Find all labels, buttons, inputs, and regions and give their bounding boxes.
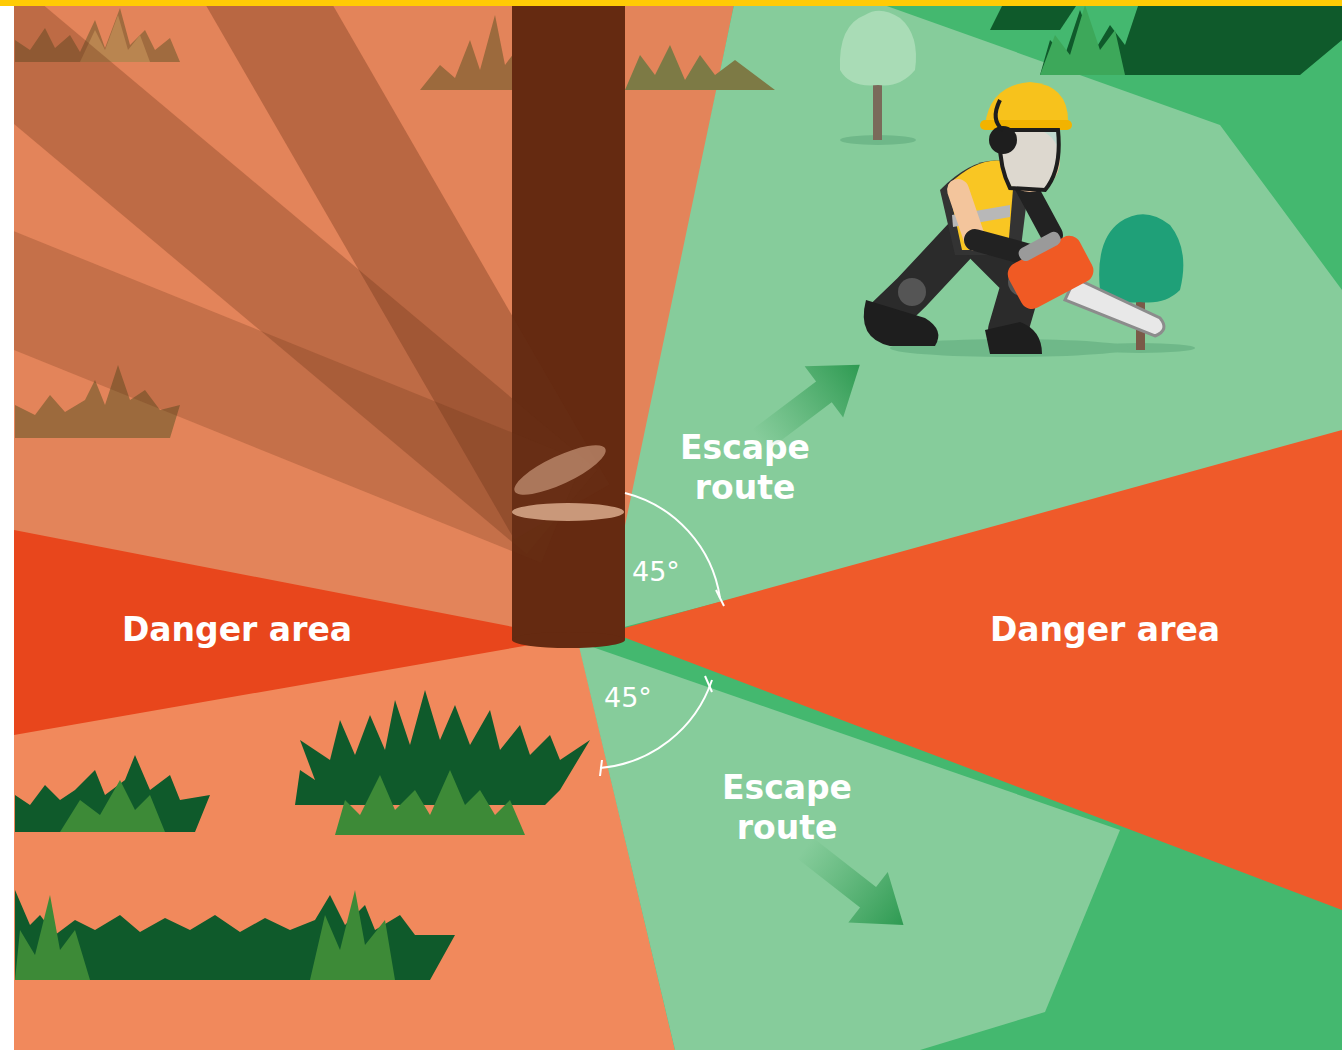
tree-crown [1099, 214, 1183, 302]
falling-trunk-shadow [14, 124, 583, 563]
chainsaw-body [999, 223, 1098, 314]
trunk-body [512, 0, 625, 640]
worker-shadow [890, 339, 1130, 357]
fall-path-shadows [14, 0, 610, 563]
dry-bush [420, 15, 560, 90]
forestry-worker [864, 82, 1164, 357]
chainsaw-housing [1004, 231, 1098, 313]
green-bush [310, 890, 395, 980]
green-bush [60, 780, 165, 832]
worker-face [1000, 128, 1060, 192]
green-bush [15, 895, 90, 980]
knee-pad [898, 278, 926, 306]
zone-fill [578, 642, 1120, 1050]
angle-tick [600, 760, 602, 776]
felling-cut [512, 503, 624, 521]
green-bush [990, 0, 1080, 30]
helmet-brim [980, 120, 1072, 130]
dry-bush [80, 15, 150, 62]
worker-forearm [975, 240, 1030, 255]
chainsaw-bar [1065, 278, 1164, 336]
knee-pad [1008, 268, 1036, 296]
tree-trunk [512, 0, 625, 648]
falling-trunk-shadow [14, 0, 597, 554]
small-tree [840, 11, 916, 145]
zone-label: Danger area [77, 610, 397, 650]
angle-arc [625, 493, 720, 598]
green-bush [15, 755, 210, 832]
trunk-base [512, 632, 625, 648]
worker-arm [958, 190, 975, 240]
ear-muff [989, 126, 1017, 154]
green-bush [1040, 0, 1342, 75]
dry-bush [15, 8, 180, 62]
angle-label: 45° [604, 682, 652, 714]
zone-shape [600, 430, 1342, 910]
tilted-cut-face [509, 436, 611, 504]
worker-leg [985, 245, 1022, 330]
tree-shadow [840, 135, 916, 145]
worker-leg [885, 232, 968, 318]
top-rule [0, 0, 1342, 6]
zone-label: Escape route [645, 428, 845, 508]
worker-torso [940, 161, 1030, 255]
worker-boot [864, 300, 939, 346]
angle-tick [705, 676, 712, 692]
tree-trunk [873, 70, 882, 140]
zone-fill [14, 530, 570, 735]
green-bush [1040, 5, 1125, 75]
hi-vis-vest [948, 161, 1015, 251]
angle-arc [600, 680, 712, 768]
bushes [15, 0, 1342, 980]
safety-helmet [985, 82, 1068, 125]
page-margin [0, 0, 14, 1050]
tree-crown [840, 11, 916, 86]
green-bush [295, 690, 590, 805]
small-tree [1085, 214, 1195, 353]
danger-area-zone: Danger area [600, 430, 1342, 910]
tree-shadow [1085, 343, 1195, 353]
zone-label: Escape route [687, 768, 887, 848]
worker-arm [1025, 185, 1052, 235]
escape-arrow [785, 823, 923, 950]
zone-label: Danger area [945, 610, 1265, 650]
escape-arrow [741, 339, 879, 465]
green-bush [335, 770, 525, 835]
dry-bush [15, 365, 180, 438]
danger-area-zone: Danger area [14, 530, 574, 735]
tree-trunk [1136, 280, 1145, 350]
dry-bush [625, 45, 775, 90]
falling-trunk-shadow [64, 0, 609, 540]
chainsaw-handle [1016, 230, 1062, 263]
green-bush [15, 890, 455, 980]
muff-band [996, 100, 1003, 130]
worker-boot [985, 322, 1042, 354]
face-visor [1000, 130, 1059, 190]
angle-tick [716, 590, 724, 606]
reflective-stripe [952, 205, 1010, 227]
angle-label: 45° [632, 556, 680, 588]
